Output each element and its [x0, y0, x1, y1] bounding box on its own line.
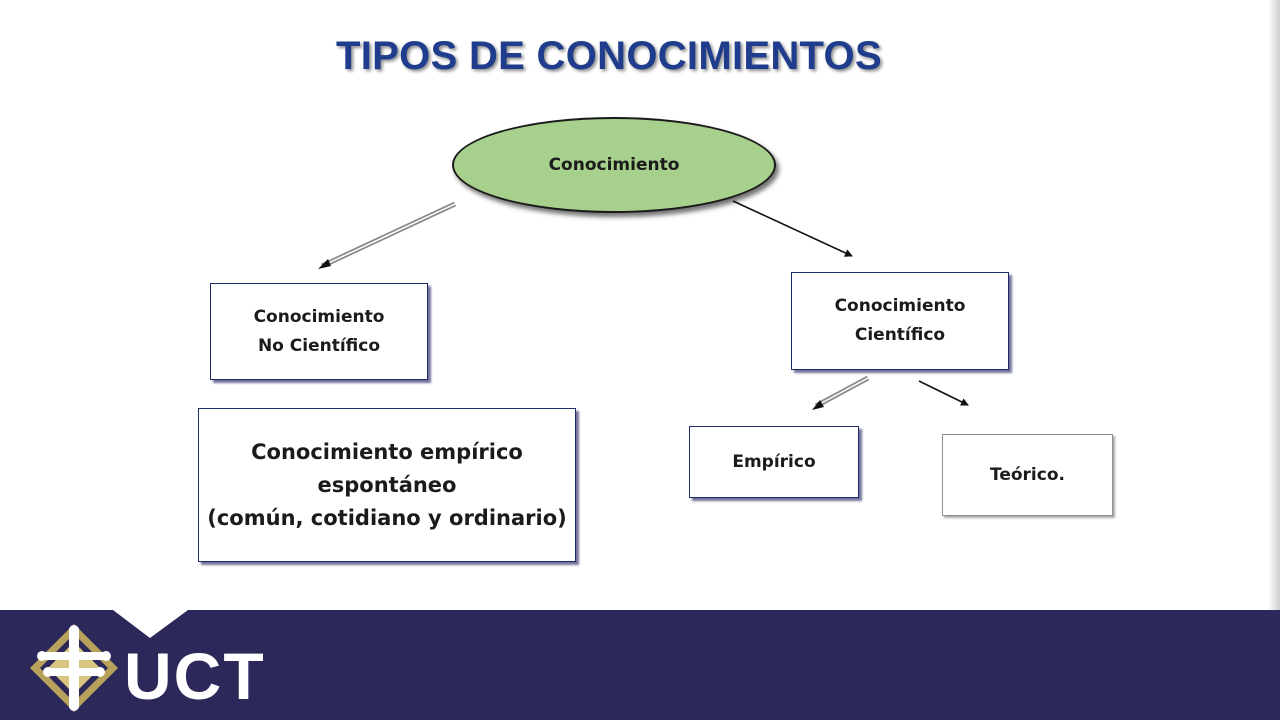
node-cientifico-line2: Científico: [854, 325, 946, 345]
footer-band: [0, 610, 1280, 720]
node-empirico-espontaneo-line3: (común, cotidiano y ordinario): [207, 505, 567, 530]
node-conocimiento: Conocimiento: [452, 117, 776, 213]
node-empirico-espontaneo: Conocimiento empírico espontáneo (común,…: [198, 408, 576, 562]
arrow-cientifico-to-teorico: [918, 380, 969, 406]
node-empirico-label: Empírico: [732, 452, 816, 472]
slide-title: TIPOS DE CONOCIMIENTOS: [336, 34, 882, 78]
arrow-root-to-cientifico: [732, 200, 853, 257]
uct-logo: UCT: [124, 639, 266, 713]
arrow-root-to-no-cientifico: [318, 201, 457, 269]
node-no-cientifico-line1: Conocimiento: [253, 306, 385, 327]
node-empirico-espontaneo-line1: Conocimiento empírico: [251, 439, 523, 464]
node-cientifico: Conocimiento Científico: [791, 272, 1009, 370]
node-teorico: Teórico.: [942, 434, 1113, 516]
slide-edge-shadow: [1268, 0, 1280, 612]
node-empirico-espontaneo-line2: espontáneo: [317, 472, 457, 497]
arrow-cientifico-to-empirico: [812, 375, 870, 410]
node-cientifico-line1: Conocimiento: [834, 296, 966, 316]
node-conocimiento-label: Conocimiento: [548, 155, 680, 175]
node-no-cientifico: Conocimiento No Científico: [210, 283, 428, 380]
cross-emblem-icon: [30, 624, 118, 712]
node-no-cientifico-line2: No Científico: [257, 335, 381, 356]
node-teorico-label: Teórico.: [990, 465, 1065, 485]
node-empirico: Empírico: [689, 426, 859, 498]
